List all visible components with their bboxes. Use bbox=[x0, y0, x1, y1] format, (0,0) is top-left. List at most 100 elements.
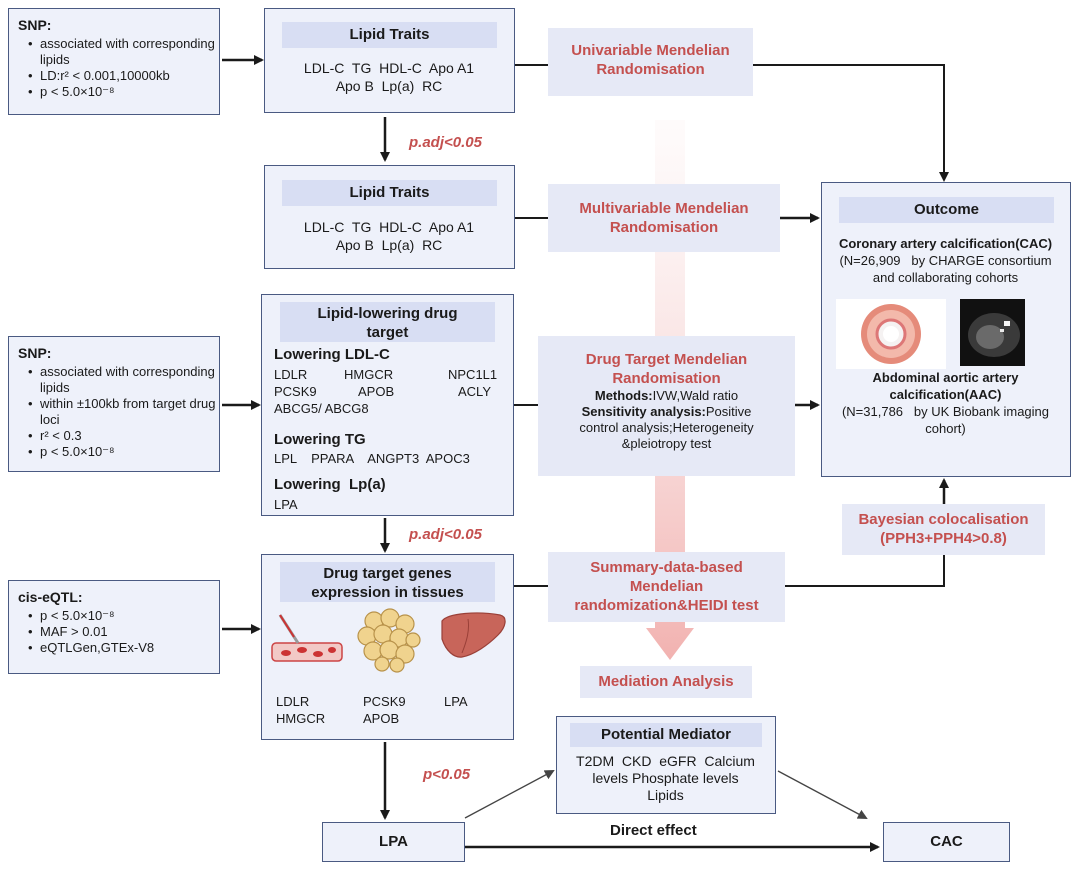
blood-vessel-icon bbox=[271, 614, 343, 662]
direct-effect-label: Direct effect bbox=[610, 822, 697, 839]
ldl-gene: NPC1L1 bbox=[448, 367, 498, 382]
bayesian-line: Bayesian colocalisation bbox=[858, 511, 1029, 528]
snp-criterion: p < 5.0×10⁻⁸ bbox=[28, 84, 230, 100]
lipid-traits-box: Lipid Traits LDL-C TG HDL-C Apo A1 Apo B… bbox=[264, 165, 515, 269]
cis-eqtl-box: cis-eQTL: p < 5.0×10⁻⁸ MAF > 0.01 eQTLGe… bbox=[8, 580, 220, 674]
drug-target-mr-box: Drug Target Mendelian Randomisation Meth… bbox=[538, 336, 795, 476]
sensitivity-line: Sensitivity analysis:Positive bbox=[538, 404, 795, 420]
padj-threshold-label: p.adj<0.05 bbox=[409, 526, 482, 543]
lpa-exposure-box: LPA bbox=[322, 822, 465, 862]
gene-label: HMGCR bbox=[276, 711, 326, 726]
lipid-traits-list: LDL-C TG HDL-C Apo A1 bbox=[303, 219, 475, 235]
potential-mediator-box: Potential Mediator T2DM CKD eGFR Calcium… bbox=[556, 716, 776, 814]
aac-title: calcification(AAC) bbox=[889, 387, 1002, 402]
drug-target-title-line: Lipid-lowering drug bbox=[317, 305, 458, 322]
padj-threshold-label: p.adj<0.05 bbox=[409, 134, 482, 151]
methods-value: IVW,Wald ratio bbox=[652, 388, 739, 403]
drug-target-mr-line: Randomisation bbox=[612, 370, 721, 387]
univariable-mr-line: Randomisation bbox=[596, 61, 705, 78]
mediator-list: T2DM CKD eGFR Calcium bbox=[576, 753, 755, 769]
lipid-traits-list: Apo B Lp(a) RC bbox=[335, 78, 443, 94]
cac-sample: (N=26,909 by CHARGE consortium bbox=[839, 253, 1052, 268]
mediator-title: Potential Mediator bbox=[570, 723, 762, 747]
snp-criterion: associated with corresponding lipids bbox=[28, 364, 230, 396]
eqtl-criterion: eQTLGen,GTEx-V8 bbox=[28, 640, 230, 656]
mediator-list: Lipids bbox=[647, 787, 684, 803]
expression-title: Drug target genes expression in tissues bbox=[280, 562, 495, 602]
univariable-mr-box: Univariable Mendelian Randomisation bbox=[548, 28, 753, 96]
smr-line: randomization&HEIDI test bbox=[574, 597, 759, 614]
cis-eqtl-title: cis-eQTL: bbox=[18, 589, 83, 605]
outcome-box: Outcome Coronary artery calcification(CA… bbox=[821, 182, 1071, 477]
snp-title: SNP: bbox=[18, 17, 52, 33]
ldl-gene: HMGCR bbox=[344, 367, 394, 382]
lipid-traits-list: LDL-C TG HDL-C Apo A1 bbox=[303, 60, 475, 76]
gene-label: PCSK9 bbox=[363, 694, 406, 709]
eqtl-criterion: MAF > 0.01 bbox=[28, 624, 230, 640]
mediation-analysis-box: Mediation Analysis bbox=[580, 666, 752, 698]
tg-genes: LPL PPARA ANGPT3 APOC3 bbox=[274, 451, 470, 466]
snp-title: SNP: bbox=[18, 345, 52, 361]
aac-sample: (N=31,786 by UK Biobank imaging bbox=[841, 404, 1050, 419]
multivariable-mr-box: Multivariable Mendelian Randomisation bbox=[548, 184, 780, 252]
lipid-traits-list: Apo B Lp(a) RC bbox=[335, 237, 443, 253]
drug-target-box: Lipid-lowering drug target Lowering LDL-… bbox=[261, 294, 514, 516]
eqtl-criterion: p < 5.0×10⁻⁸ bbox=[28, 608, 230, 624]
multivariable-mr-line: Multivariable Mendelian bbox=[579, 200, 749, 217]
ldl-gene: ABCG5/ ABCG8 bbox=[274, 401, 369, 416]
aac-title: Abdominal aortic artery bbox=[872, 370, 1019, 385]
aac-sample: cohort) bbox=[925, 421, 966, 436]
cac-title: Coronary artery calcification(CAC) bbox=[838, 236, 1053, 251]
lpa-gene: LPA bbox=[274, 497, 298, 512]
snp-criterion: p < 5.0×10⁻⁸ bbox=[28, 444, 230, 460]
smr-line: Summary-data-based bbox=[590, 559, 743, 576]
liver-icon bbox=[441, 612, 506, 658]
snp-criterion: r² < 0.3 bbox=[28, 428, 230, 444]
expression-title-line: Drug target genes bbox=[323, 565, 452, 582]
gene-label: LDLR bbox=[276, 694, 310, 709]
calcified-artery-icon bbox=[836, 299, 946, 369]
lipid-traits-title: Lipid Traits bbox=[282, 22, 497, 48]
snp-criteria-box: SNP: associated with corresponding lipid… bbox=[8, 336, 220, 472]
ldl-gene: PCSK9 bbox=[274, 384, 317, 399]
cac-sample: and collaborating cohorts bbox=[872, 270, 1019, 285]
methods-label: Methods: bbox=[594, 388, 653, 403]
sensitivity-value: Positive bbox=[705, 404, 752, 419]
lpa-label: LPA bbox=[379, 833, 408, 850]
expression-tissues-box: Drug target genes expression in tissues … bbox=[261, 554, 514, 740]
adipose-cells-icon bbox=[357, 608, 421, 673]
mediator-list: levels Phosphate levels bbox=[592, 770, 739, 786]
gene-label: APOB bbox=[363, 711, 400, 726]
snp-criteria-box: SNP: associated with corresponding lipid… bbox=[8, 8, 220, 115]
univariable-mr-line: Univariable Mendelian bbox=[571, 42, 730, 59]
drug-target-title-line: target bbox=[366, 324, 409, 341]
sensitivity-line: &pleiotropy test bbox=[621, 436, 712, 451]
snp-criterion: within ±100kb from target drug loci bbox=[28, 396, 230, 428]
ct-scan-image bbox=[960, 299, 1025, 366]
lipid-traits-title: Lipid Traits bbox=[282, 180, 497, 206]
tg-heading: Lowering TG bbox=[274, 431, 366, 448]
snp-criterion: LD:r² < 0.001,10000kb bbox=[28, 68, 230, 84]
outcome-title: Outcome bbox=[839, 197, 1054, 223]
bayesian-line: (PPH3+PPH4>0.8) bbox=[880, 530, 1007, 547]
ldl-gene: APOB bbox=[358, 384, 395, 399]
cac-outcome-box: CAC bbox=[883, 822, 1010, 862]
sensitivity-label: Sensitivity analysis: bbox=[581, 404, 706, 419]
snp-criterion: associated with corresponding lipids bbox=[28, 36, 230, 68]
mediation-analysis-label: Mediation Analysis bbox=[598, 673, 734, 690]
drug-target-title: Lipid-lowering drug target bbox=[280, 302, 495, 342]
lipid-traits-box: Lipid Traits LDL-C TG HDL-C Apo A1 Apo B… bbox=[264, 8, 515, 113]
p-threshold-label: p<0.05 bbox=[423, 766, 471, 783]
ldl-heading: Lowering LDL-C bbox=[274, 346, 390, 363]
cac-label: CAC bbox=[930, 833, 963, 850]
smr-heidi-box: Summary-data-based Mendelian randomizati… bbox=[548, 552, 785, 622]
ldl-gene: ACLY bbox=[458, 384, 491, 399]
smr-line: Mendelian bbox=[629, 578, 704, 595]
multivariable-mr-line: Randomisation bbox=[609, 219, 719, 236]
expression-title-line: expression in tissues bbox=[311, 584, 464, 601]
drug-target-mr-line: Drug Target Mendelian bbox=[585, 351, 748, 368]
bayesian-colocalisation-box: Bayesian colocalisation (PPH3+PPH4>0.8) bbox=[842, 504, 1045, 555]
sensitivity-line: control analysis;Heterogeneity bbox=[579, 420, 754, 435]
ldl-gene: LDLR bbox=[274, 367, 308, 382]
gene-label: LPA bbox=[444, 694, 468, 709]
